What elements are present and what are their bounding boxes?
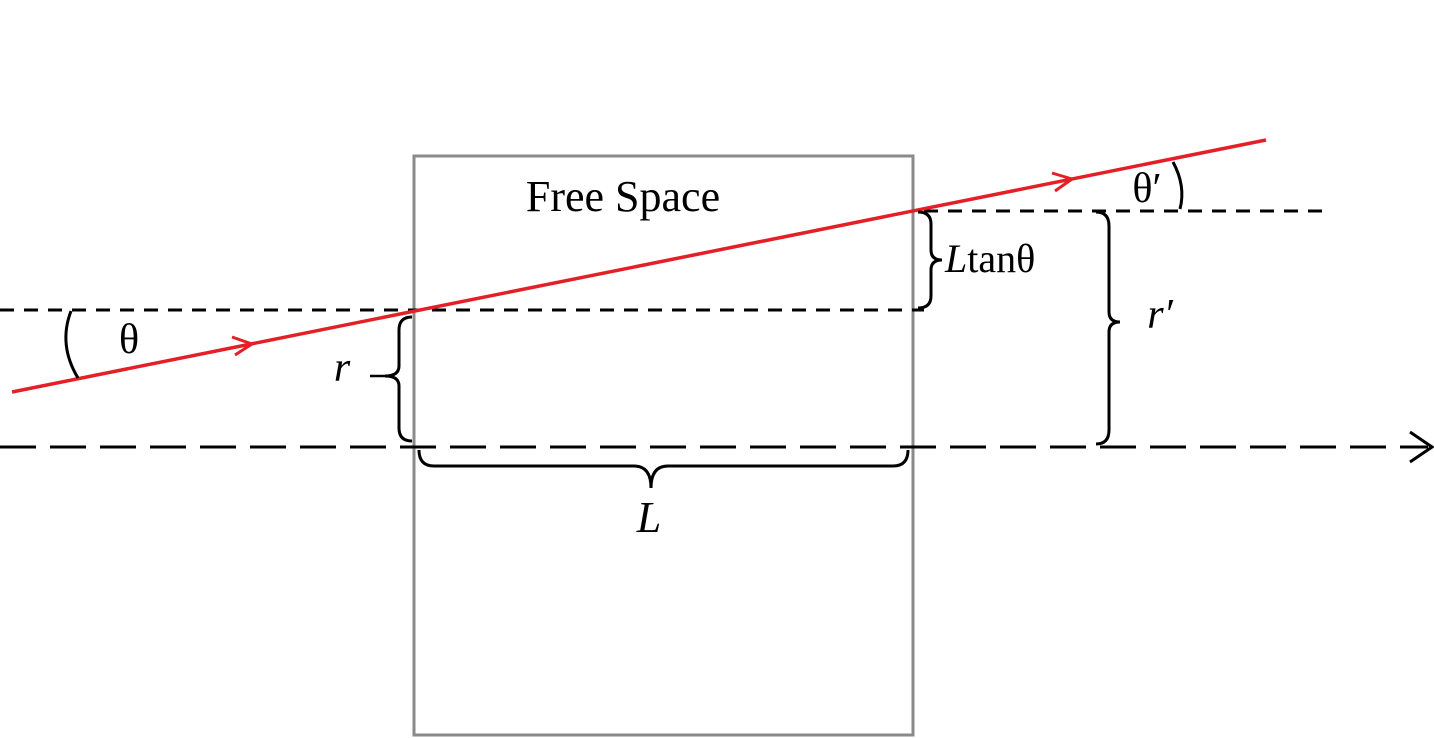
output-angle-arc [1171, 161, 1184, 210]
optical-axis-arrowhead [1409, 430, 1434, 464]
ray-direction-arrow-left [231, 335, 256, 357]
r-out-label: r′ [1147, 292, 1173, 338]
length-label: L [636, 493, 661, 542]
height-gain-brace [917, 210, 943, 310]
length-brace [417, 449, 910, 489]
theta-in-label: θ [119, 317, 139, 363]
light-ray [11, 138, 1267, 394]
ray-direction-arrow-right [1051, 171, 1076, 193]
input-angle-arc [64, 310, 80, 379]
r-out-brace [1095, 210, 1121, 446]
r-in-brace [384, 315, 413, 443]
height-gain-label: Ltanθ [944, 236, 1035, 281]
r-in-label: r [334, 345, 351, 391]
box-title: Free Space [526, 172, 720, 221]
theta-out-label: θ′ [1132, 166, 1161, 212]
